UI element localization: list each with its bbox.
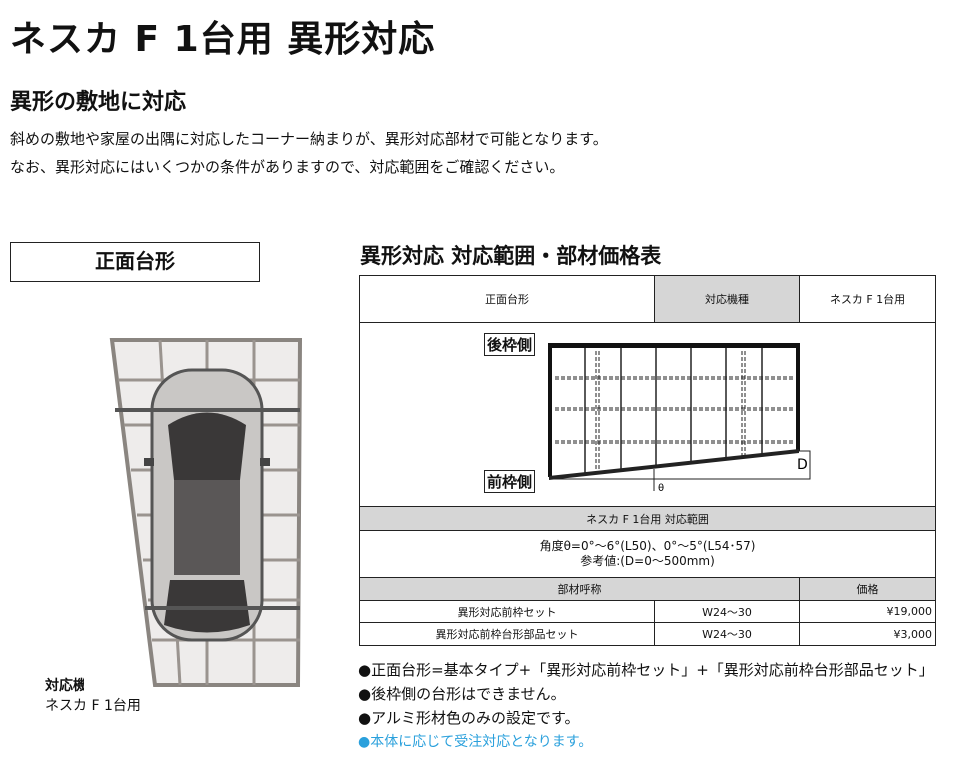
note: ●正面台形=基本タイプ+「異形対応前枠セット」+「異形対応前枠台形部品セット」	[358, 661, 934, 679]
header-cell: ネスカ F 1台用	[799, 275, 936, 323]
table-title: 異形対応 対応範囲・部材価格表	[360, 244, 662, 268]
range-header: ネスカ F 1台用 対応範囲	[359, 506, 936, 531]
range-cell: 角度θ=0°～6°(L50)、0°～5°(L54･57) 参考値:(D=0～50…	[359, 530, 936, 578]
table-row: 異形対応前枠台形部品セット W24～30 ¥3,000	[359, 622, 936, 646]
car-icon	[144, 368, 270, 642]
header-cell: 正面台形	[359, 275, 655, 323]
d-dimension-label: D	[797, 457, 808, 473]
note-blue: ●本体に応じて受注対応となります。	[358, 734, 593, 750]
part-price: ¥19,000	[799, 600, 936, 623]
part-name: 異形対応前枠台形部品セット	[359, 622, 655, 646]
table-row: 異形対応前枠セット W24～30 ¥19,000	[359, 600, 936, 623]
trapezoid-label-box: 正面台形	[10, 242, 260, 282]
spec-price-table: 正面台形 対応機種 ネスカ F 1台用 後枠側 前枠側 D θ ネスカ F 1台…	[359, 275, 936, 646]
carport-illustration	[100, 330, 320, 690]
note: ●アルミ形材色のみの設定です。	[358, 709, 580, 727]
front-frame-label: 前枠側	[484, 470, 536, 493]
note: ●後枠側の台形はできません。	[358, 685, 566, 703]
header-cell: 対応機種	[654, 275, 800, 323]
range-line: 参考値:(D=0～500mm)	[580, 554, 715, 568]
col-header-name: 部材呼称	[359, 577, 800, 601]
section-subtitle: 異形の敷地に対応	[10, 90, 187, 115]
col-header-price: 価格	[799, 577, 936, 601]
part-name: 異形対応前枠セット	[359, 600, 655, 623]
model-value: ネスカ F 1台用	[45, 698, 141, 714]
part-size: W24～30	[654, 622, 800, 646]
range-line: 角度θ=0°～6°(L50)、0°～5°(L54･57)	[539, 539, 756, 553]
back-frame-label: 後枠側	[484, 333, 536, 356]
model-label: 対応機種	[45, 678, 84, 694]
trapezoid-diagram: D θ	[548, 343, 811, 491]
part-size: W24～30	[654, 600, 800, 623]
notes: ●正面台形=基本タイプ+「異形対応前枠セット」+「異形対応前枠台形部品セット」 …	[358, 658, 934, 754]
theta-label: θ	[658, 483, 664, 491]
part-price: ¥3,000	[799, 622, 936, 646]
diagram-cell: 後枠側 前枠側 D θ	[359, 322, 936, 507]
description-line: なお、異形対応にはいくつかの条件がありますので、対応範囲をご確認ください。	[10, 158, 565, 176]
description-line: 斜めの敷地や家屋の出隅に対応したコーナー納まりが、異形対応部材で可能となります。	[10, 130, 608, 148]
page-title: ネスカ F 1台用 異形対応	[10, 19, 436, 60]
